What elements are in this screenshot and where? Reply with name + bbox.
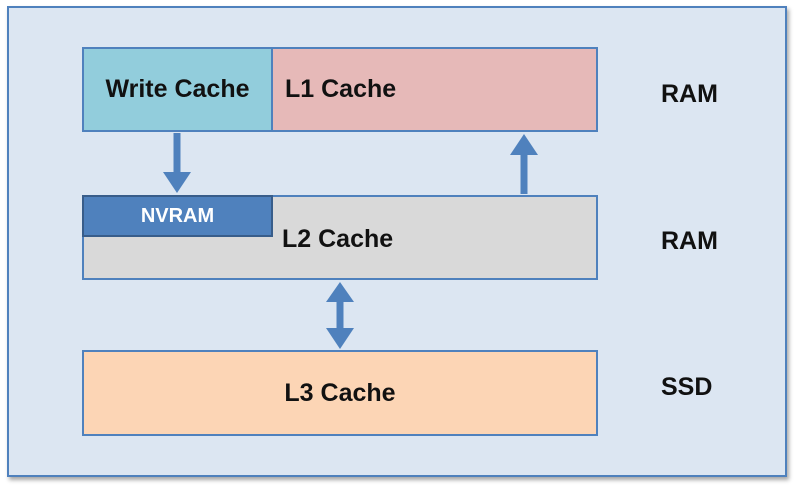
- tier-label-ram-middle: RAM: [661, 227, 718, 255]
- nvram-label: NVRAM: [140, 204, 215, 227]
- l2-l3-bidirectional-arrow: [326, 282, 354, 349]
- write-to-nvram-arrow: [163, 133, 191, 193]
- nvram-box: NVRAM: [82, 195, 273, 237]
- l1-cache-box: L1 Cache: [271, 47, 598, 132]
- tier-label-ssd: SSD: [661, 373, 713, 401]
- l1-cache-label: L1 Cache: [285, 75, 397, 103]
- l3-cache-box: L3 Cache: [82, 350, 598, 436]
- l2-cache-box: L2 Cache: [82, 195, 598, 280]
- write-cache-label: Write Cache: [105, 75, 250, 103]
- tier-label-ram-top: RAM: [661, 80, 718, 108]
- l2-cache-label: L2 Cache: [282, 225, 394, 253]
- l3-cache-label: L3 Cache: [284, 378, 396, 407]
- l2-to-l1-arrow: [510, 134, 538, 194]
- write-cache-box: Write Cache: [82, 47, 273, 132]
